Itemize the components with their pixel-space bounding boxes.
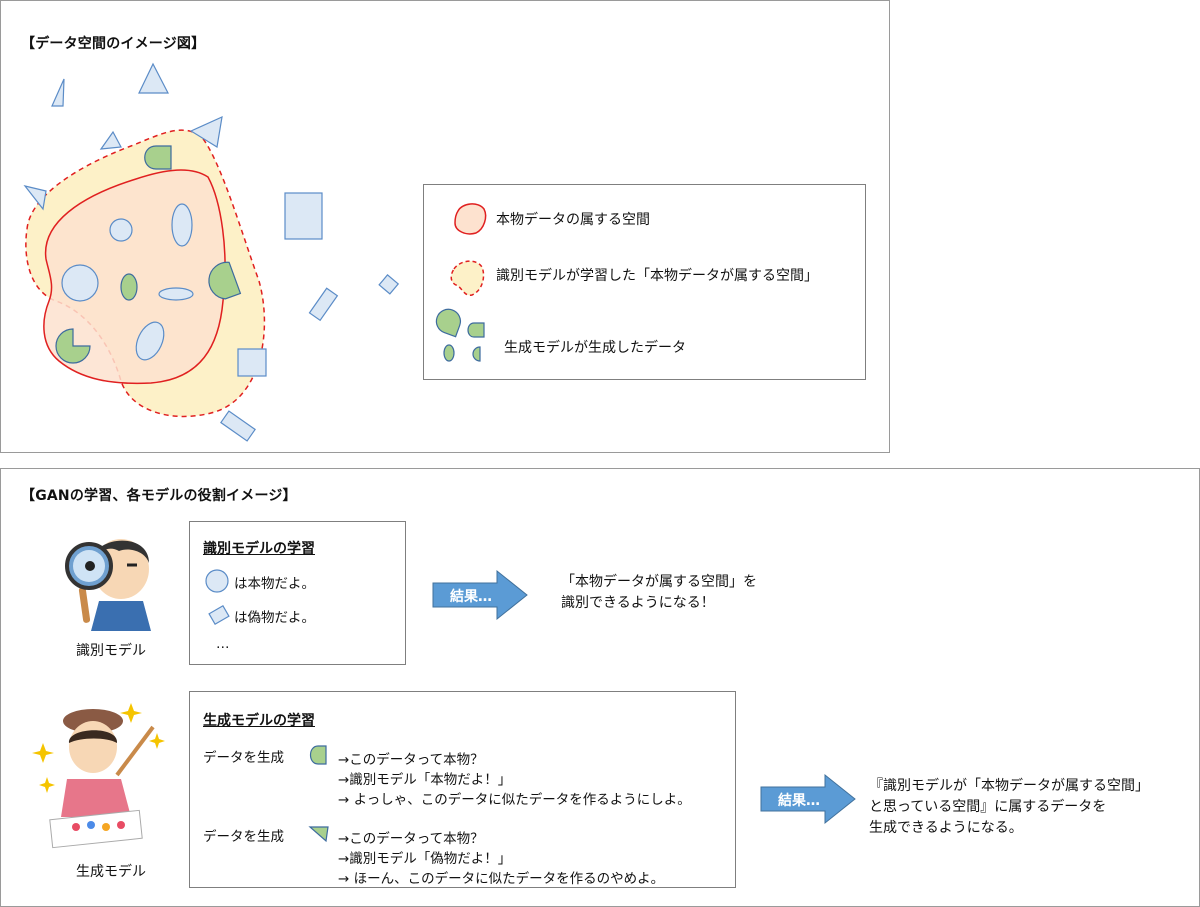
triangle-shape [23,185,47,211]
discriminator-result-line1: 「本物データが属する空間」を [561,574,757,590]
generator-case1-line1: →このデータって本物？ [338,752,484,768]
discriminator-line2: は偽物だよ。 [234,610,315,626]
triangle-shape [189,115,223,148]
generator-result-line3: 生成できるようになる。 [869,820,1023,836]
triangle-shape [51,78,65,107]
discriminator-caption: 識別モデル [76,643,146,659]
fake-diamond-icon [208,604,230,626]
discriminator-line3: … [216,636,230,652]
gan-roles-heading: 【GANの学習、各モデルの役割イメージ】 [21,488,297,504]
discriminator-illustration [65,539,151,631]
rect-shape [237,348,267,377]
data-space-heading: 【データ空間のイメージ図】 [21,36,206,52]
rect-shape [378,274,400,295]
rect-shape [284,192,323,240]
ellipse-shape [171,203,193,247]
real-data-shapes [23,62,400,442]
generated-leaf-icon [309,745,327,765]
ellipse-shape [120,273,138,301]
ellipse-shape [135,321,165,361]
discriminator-box-title: 識別モデルの学習 [203,541,315,557]
result-arrow-1 [432,569,528,621]
generator-case2-label: データを生成 [203,829,284,845]
legend-box: 本物データの属する空間 識別モデルが学習した「本物データが属する空間」 生成モデ… [423,184,866,380]
generated-data-legend-icon [435,308,485,362]
generator-case2-line2: →識別モデル「偽物だよ！」 [338,851,512,867]
leaf-shape [144,145,172,170]
generator-caption: 生成モデル [76,864,146,880]
rect-shape [220,410,256,442]
generator-case2-line3: → ほーん、このデータに似たデータを作るのやめよ。 [338,871,665,887]
triangle-shape [99,130,122,150]
generator-result-line2: と思っている空間』に属するデータを [869,799,1107,815]
generated-data-shapes [55,145,242,364]
pie-shape [55,328,91,364]
discriminator-line1: は本物だよ。 [234,576,315,592]
generator-case2-line1: →このデータって本物？ [338,831,484,847]
rect-shape [308,287,339,322]
generator-result-line1: 『識別モデルが「本物データが属する空間」 [869,778,1149,794]
learned-space-legend-icon [450,260,485,296]
real-space-legend-label: 本物データの属する空間 [496,212,650,228]
generator-illustration [32,703,165,849]
generator-case1-label: データを生成 [203,750,284,766]
ellipse-shape [158,287,194,301]
result-arrow-1-label: 結果… [450,589,492,605]
discriminator-learning-box: 識別モデルの学習 は本物だよ。 は偽物だよ。 … [189,521,406,665]
generator-case1-line2: →識別モデル「本物だよ！」 [338,772,512,788]
learned-space-legend-label: 識別モデルが学習した「本物データが属する空間」 [496,268,818,284]
discriminator-result: 「本物データが属する空間」を 識別できるようになる！ [561,572,757,614]
generator-case1-line3: → よっしゃ、このデータに似たデータを作るようにしよ。 [338,792,691,808]
data-space-panel: 【データ空間のイメージ図】 [0,0,890,453]
generated-triangle-icon [308,826,329,843]
data-space-diagram [23,62,400,442]
generator-box-title: 生成モデルの学習 [203,713,315,729]
generator-learning-box: 生成モデルの学習 データを生成 →このデータって本物？ →識別モデル「本物だよ！… [189,691,736,888]
real-space-legend-icon [454,203,487,235]
gan-roles-panel: 【GANの学習、各モデルの役割イメージ】 識別モデル 識別モデルの学習 は本物だ… [0,468,1200,907]
pie-shape [208,261,242,300]
triangle-shape [138,62,169,94]
generator-result: 『識別モデルが「本物データが属する空間」 と思っている空間』に属するデータを 生… [869,776,1149,839]
circle-shape [109,218,133,242]
generated-data-legend-label: 生成モデルが生成したデータ [504,340,686,356]
discriminator-result-line2: 識別できるようになる！ [561,595,715,611]
result-arrow-2-label: 結果… [778,793,820,809]
result-arrow-2 [760,773,856,825]
real-circle-icon [205,569,229,593]
circle-shape [61,264,99,302]
